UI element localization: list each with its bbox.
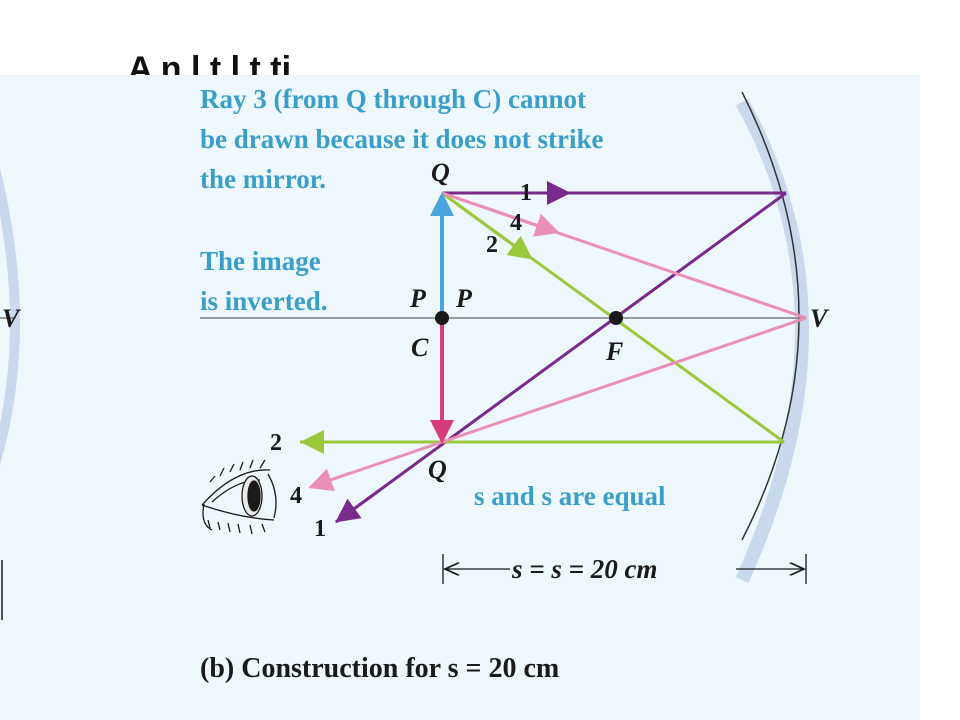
label-p-right: P: [455, 284, 473, 313]
label-v: V: [810, 304, 830, 333]
ray-4-reflected-arrow: [308, 468, 351, 492]
ray-4-label-top: 4: [510, 210, 522, 236]
caption-part-label: (b): [200, 653, 234, 684]
ray-1-reflected-arrow: [335, 488, 381, 523]
ray-4-reflected: [309, 316, 807, 489]
ray-2-label-bottom: 2: [270, 430, 282, 456]
caption-text: Construction for s = 20 cm: [234, 653, 559, 684]
ray-2-incident-arrow: [441, 191, 533, 260]
ray-4-incident-arrow: [441, 191, 560, 237]
center-of-curvature-point: [435, 311, 449, 325]
ray-1-reflected: [335, 191, 787, 524]
equal-note: s and s are equal: [474, 481, 666, 511]
left-v-label: V: [2, 304, 22, 333]
label-q-top: Q: [431, 158, 450, 187]
mirror-shading: [735, 98, 809, 583]
figure-caption: (b) Construction for s = 20 cm: [200, 653, 559, 684]
ray-1-label-top: 1: [520, 180, 532, 206]
focal-point: [609, 311, 623, 325]
ray-4-label-bottom: 4: [290, 483, 302, 509]
image-note-line2: is inverted.: [200, 286, 328, 316]
ray-2-label-top: 2: [486, 232, 498, 258]
left-mirror-edge: [0, 168, 20, 465]
diagram-panel: [0, 75, 920, 720]
label-c: C: [411, 333, 429, 362]
label-q-bottom: Q: [428, 455, 447, 484]
title-mask: [0, 75, 920, 95]
label-f: F: [605, 337, 623, 366]
ray3-note-line2: be drawn because it does not strike: [200, 124, 604, 154]
image-note-line1: The image: [200, 246, 321, 276]
label-p-left: P: [409, 284, 427, 313]
eye-icon: [201, 459, 277, 535]
ray3-note-line3: the mirror.: [200, 164, 326, 194]
dimension-text: s = s = 20 cm: [511, 554, 658, 584]
ray3-note-line1: Ray 3 (from Q through C) cannot: [200, 84, 586, 114]
ray-1-label-bottom: 1: [314, 516, 326, 542]
